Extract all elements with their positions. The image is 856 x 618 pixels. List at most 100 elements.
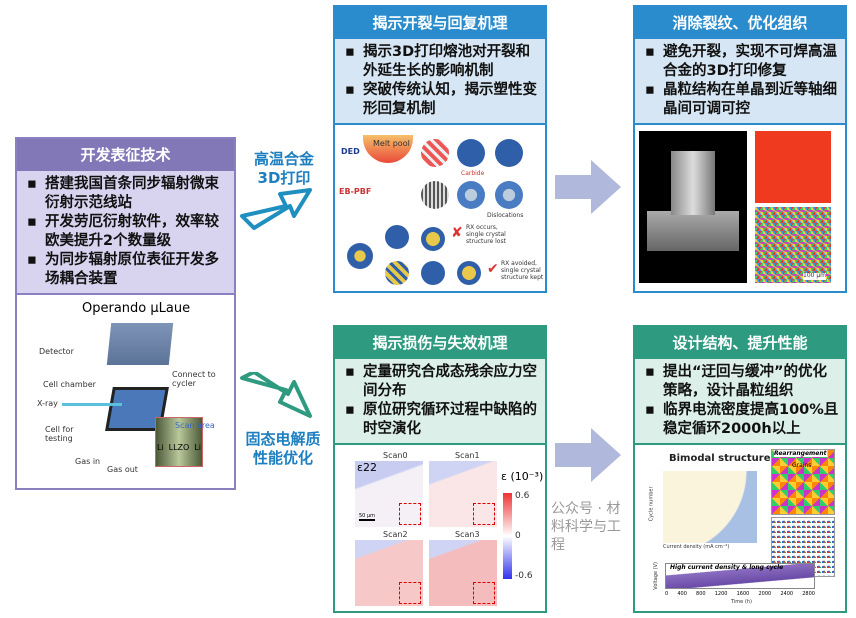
x-tick: 1200 bbox=[714, 591, 728, 597]
x-ticks: 0 400 800 1200 1600 2000 2400 2800 bbox=[665, 591, 815, 597]
panel-title: 设计结构、提升性能 bbox=[635, 327, 845, 359]
microstructure-circle bbox=[421, 181, 449, 209]
bullet-item: 突破传统认知，揭示塑性变形回复机制 bbox=[341, 81, 539, 119]
axis-label: Cycle number bbox=[648, 486, 655, 522]
label: Detector bbox=[39, 347, 74, 356]
strain-map bbox=[429, 461, 497, 527]
microstructure-circle bbox=[385, 225, 409, 249]
bullet-item: 晶粒结构在单晶到近等轴细晶间可调可控 bbox=[641, 81, 839, 119]
detector-shape bbox=[106, 323, 174, 365]
bullet-list: 避免开裂，实现不可焊高温合金的3D打印修复 晶粒结构在单晶到近等轴细晶间可调可控 bbox=[635, 39, 845, 125]
microstructure-circle bbox=[421, 261, 445, 285]
electrode-labels: Li LLZO Li bbox=[157, 443, 201, 453]
bullet-item: 避免开裂，实现不可焊高温合金的3D打印修复 bbox=[641, 43, 839, 81]
label-superalloy-3d-printing: 高温合金 3D打印 bbox=[253, 150, 314, 187]
characterization-panel: 开发表征技术 搭建我国首条同步辐射微束衍射示范线站 开发劳厄衍射软件，效率较欧美… bbox=[15, 137, 236, 490]
plot-title: High current density & long cycle bbox=[670, 564, 784, 571]
colorbar-tick: -0.6 bbox=[515, 571, 533, 581]
microstructure-circle bbox=[347, 243, 373, 269]
x-tick: 0 bbox=[665, 591, 669, 597]
label: Gas in bbox=[75, 457, 101, 466]
xray-beam bbox=[62, 403, 122, 406]
cross-icon: ✘ bbox=[451, 225, 463, 241]
microstructure-circle bbox=[457, 261, 481, 285]
colorbar bbox=[503, 493, 512, 579]
label: DED bbox=[341, 147, 360, 156]
microstructure-circle bbox=[421, 139, 449, 167]
scan-area-image bbox=[155, 417, 203, 467]
bullet-list: 揭示3D打印熔池对开裂和外延生长的影响机制 突破传统认知，揭示塑性变形回复机制 bbox=[335, 39, 545, 125]
strain-map bbox=[355, 540, 423, 606]
label: RX occurs, single crystal structure lost bbox=[466, 224, 506, 245]
design-performance-panel: 设计结构、提升性能 提出“迂回与缓冲”的优化策略，设计晶粒组织 临界电流密度提高… bbox=[633, 325, 847, 613]
scan-label: Scan3 bbox=[455, 530, 480, 539]
panel-title: 揭示开裂与回复机理 bbox=[335, 7, 545, 39]
microstructure-circle bbox=[421, 227, 445, 251]
panel-title: 开发表征技术 bbox=[17, 139, 234, 171]
label: Cell for testing bbox=[45, 425, 74, 444]
damage-failure-panel: 揭示损伤与失效机理 定量研究合成态残余应力空间分布 原位研究循环过程中缺陷的时空… bbox=[333, 325, 547, 613]
label: Gas out bbox=[107, 465, 138, 474]
cracking-mechanism-panel: 揭示开裂与回复机理 揭示3D打印熔池对开裂和外延生长的影响机制 突破传统认知，揭… bbox=[333, 5, 547, 293]
scale-bar: 50 μm bbox=[359, 513, 376, 521]
axis-label: Current density (mA cm⁻²) bbox=[663, 544, 730, 550]
x-tick: 1600 bbox=[736, 591, 750, 597]
label: X-ray bbox=[37, 399, 58, 408]
microstructure-circle bbox=[495, 139, 523, 167]
x-tick: 400 bbox=[677, 591, 687, 597]
label: Connect to cycler bbox=[172, 370, 216, 389]
rearrangement-label: Rearrangement bbox=[774, 450, 827, 457]
bullet-item: 揭示3D打印熔池对开裂和外延生长的影响机制 bbox=[341, 43, 539, 81]
microstructure-circle bbox=[385, 261, 409, 285]
x-tick: 2000 bbox=[758, 591, 772, 597]
grains-label: Grains bbox=[792, 462, 812, 469]
label: Dislocations bbox=[487, 212, 524, 219]
label: Li bbox=[194, 443, 201, 452]
big-arrow-right-icon bbox=[555, 428, 621, 482]
printed-part-figure: 100 μm bbox=[635, 125, 845, 291]
axis-label: Time (h) bbox=[731, 599, 752, 605]
panel-title: 揭示损伤与失效机理 bbox=[335, 327, 545, 359]
bimodal-figure: Bimodal structure Current density (mA cm… bbox=[635, 445, 845, 611]
label: Melt pool bbox=[373, 139, 410, 148]
voltage-plot: High current density & long cycle bbox=[665, 563, 815, 589]
cracking-figure: DED EB-PBF Melt pool ✘ ✔ RX occurs, sing… bbox=[335, 125, 545, 291]
figure-title: Bimodal structure bbox=[669, 453, 771, 464]
label: RX avoided, single crystal structure kep… bbox=[501, 260, 544, 281]
strain-map bbox=[429, 540, 497, 606]
label: Scan area bbox=[175, 421, 215, 430]
bullet-item: 定量研究合成态残余应力空间分布 bbox=[341, 363, 539, 401]
x-tick: 2800 bbox=[802, 591, 815, 597]
scan-label: Scan0 bbox=[383, 451, 408, 460]
label: Cell chamber bbox=[43, 380, 96, 389]
bullet-item: 搭建我国首条同步辐射微束衍射示范线站 bbox=[23, 175, 228, 213]
x-tick: 2400 bbox=[780, 591, 794, 597]
printed-sample-photo bbox=[639, 131, 747, 283]
bullet-item: 临界电流密度提高100%且稳定循环2000h以上 bbox=[641, 401, 839, 439]
scan-label: Scan2 bbox=[383, 530, 408, 539]
operando-laue-figure: Operando μLaue Detector Cell chamber Con… bbox=[17, 295, 234, 488]
axis-label: Voltage (V) bbox=[652, 562, 659, 590]
watermark: 公众号 · 材料科学与工程 bbox=[551, 501, 621, 553]
check-icon: ✔ bbox=[487, 261, 499, 277]
scale-bar: 100 μm bbox=[803, 272, 827, 280]
arrow-down-right-icon bbox=[240, 372, 312, 418]
colorbar-tick: 0 bbox=[515, 531, 521, 541]
label: LLZO bbox=[168, 443, 190, 452]
bullet-item: 提出“迂回与缓冲”的优化策略，设计晶粒组织 bbox=[641, 363, 839, 401]
bullet-item: 原位研究循环过程中缺陷的时空演化 bbox=[341, 401, 539, 439]
ebsd-single-crystal-map bbox=[755, 131, 831, 203]
label: EB-PBF bbox=[339, 187, 372, 196]
bullet-item: 为同步辐射原位表征开发多场耦合装置 bbox=[23, 251, 228, 289]
label-solid-electrolyte: 固态电解质 性能优化 bbox=[245, 430, 321, 467]
optimize-microstructure-panel: 消除裂纹、优化组织 避免开裂，实现不可焊高温合金的3D打印修复 晶粒结构在单晶到… bbox=[633, 5, 847, 293]
bullet-list: 搭建我国首条同步辐射微束衍射示范线站 开发劳厄衍射软件，效率较欧美提升2个数量级… bbox=[17, 171, 234, 295]
scan-label: Scan1 bbox=[455, 451, 480, 460]
bullet-list: 提出“迂回与缓冲”的优化策略，设计晶粒组织 临界电流密度提高100%且稳定循环2… bbox=[635, 359, 845, 445]
x-tick: 800 bbox=[696, 591, 706, 597]
figure-title: Operando μLaue bbox=[82, 301, 191, 316]
ebsd-fine-grain-map bbox=[755, 207, 831, 283]
big-arrow-right-icon bbox=[555, 160, 621, 214]
